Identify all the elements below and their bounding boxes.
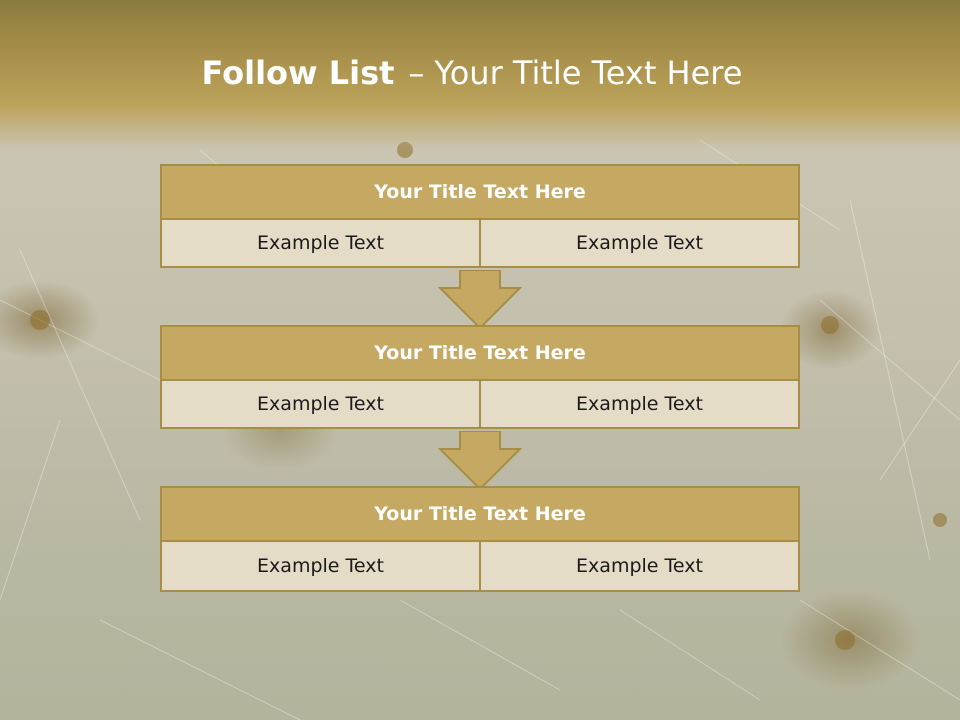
block-title: Your Title Text Here [160,164,800,220]
block-row: Example Text Example Text [160,542,800,592]
list-block-1: Your Title Text Here Example Text Exampl… [160,164,800,268]
block-cell-right: Example Text [479,220,798,266]
block-cell-left: Example Text [162,381,479,427]
block-cell-left: Example Text [162,220,479,266]
block-cell-left: Example Text [162,542,479,590]
slide-title: Follow List–Your Title Text Here [0,54,944,92]
block-row: Example Text Example Text [160,381,800,429]
slide-title-rest: Your Title Text Here [434,54,743,92]
slide-title-lead: Follow List [201,54,395,92]
block-cell-right: Example Text [479,542,798,590]
slide-title-dash: – [408,54,425,92]
down-arrow-icon [438,431,522,491]
block-row: Example Text Example Text [160,220,800,268]
block-title: Your Title Text Here [160,325,800,381]
list-block-2: Your Title Text Here Example Text Exampl… [160,325,800,429]
block-title: Your Title Text Here [160,486,800,542]
block-cell-right: Example Text [479,381,798,427]
down-arrow-icon [438,270,522,330]
list-block-3: Your Title Text Here Example Text Exampl… [160,486,800,592]
title-band [0,0,960,150]
